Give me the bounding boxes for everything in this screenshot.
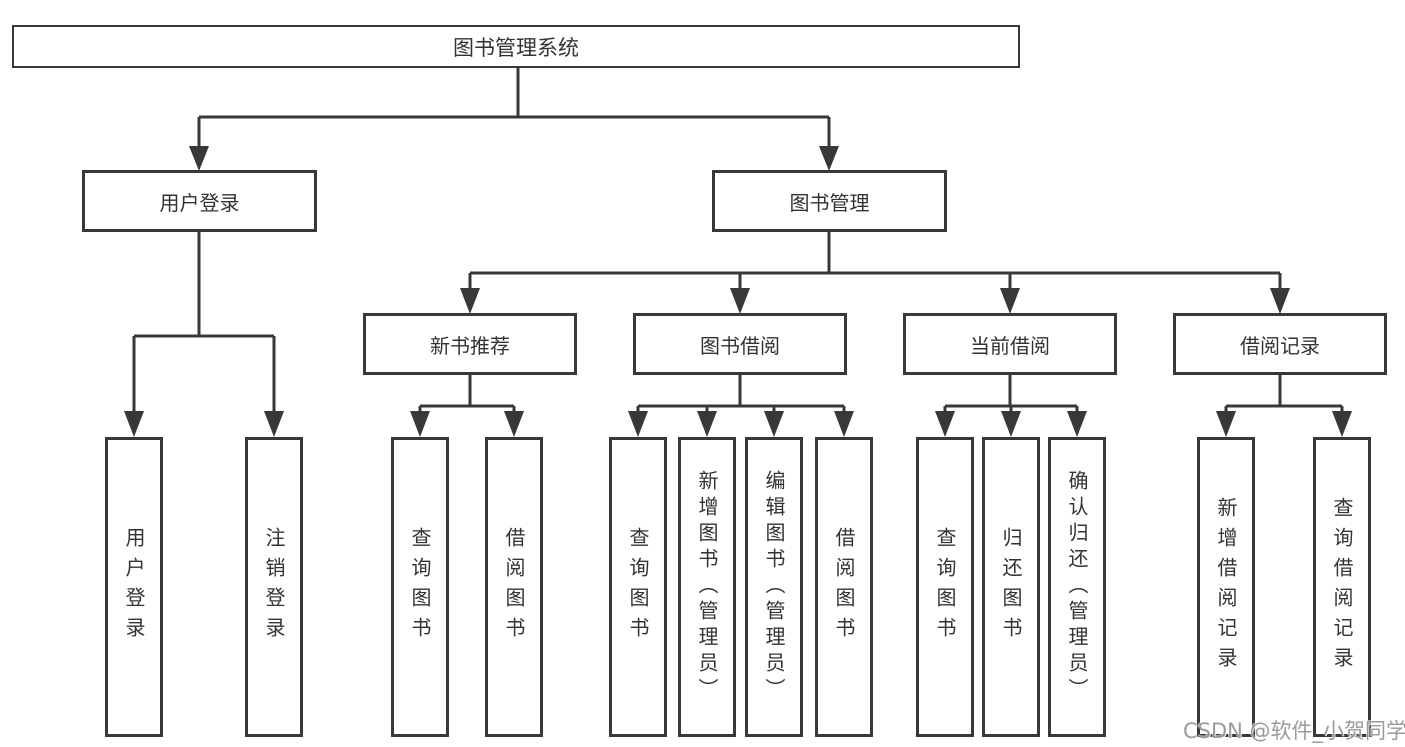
node-new-book-recommend: 新书推荐 <box>363 313 577 375</box>
node-user-login: 用户登录 <box>82 170 317 232</box>
node-borrow-records: 借阅记录 <box>1173 313 1387 375</box>
leaf-return-books: 归还图书 <box>982 437 1040 737</box>
leaf-borrow-books-2: 借阅图书 <box>815 437 873 737</box>
node-book-borrow: 图书借阅 <box>633 313 847 375</box>
leaf-confirm-return-admin: 确认归还（管理员） <box>1048 437 1106 737</box>
leaf-add-borrow-record: 新增借阅记录 <box>1197 437 1255 737</box>
leaf-borrow-books: 借阅图书 <box>485 437 543 737</box>
leaf-user-login: 用户登录 <box>105 437 163 737</box>
leaf-query-borrow-record: 查询借阅记录 <box>1313 437 1371 737</box>
node-library-management-system: 图书管理系统 <box>12 25 1020 68</box>
node-book-management: 图书管理 <box>712 170 947 232</box>
leaf-query-books-2: 查询图书 <box>609 437 667 737</box>
leaf-edit-books-admin: 编辑图书（管理员） <box>745 437 803 737</box>
node-current-borrow: 当前借阅 <box>903 313 1117 375</box>
leaf-query-books: 查询图书 <box>391 437 449 737</box>
leaf-query-books-3: 查询图书 <box>916 437 974 737</box>
leaf-logout: 注销登录 <box>245 437 303 737</box>
leaf-add-books-admin: 新增图书（管理员） <box>678 437 736 737</box>
csdn-watermark: CSDN @软件_小贺同学 <box>1183 719 1405 743</box>
